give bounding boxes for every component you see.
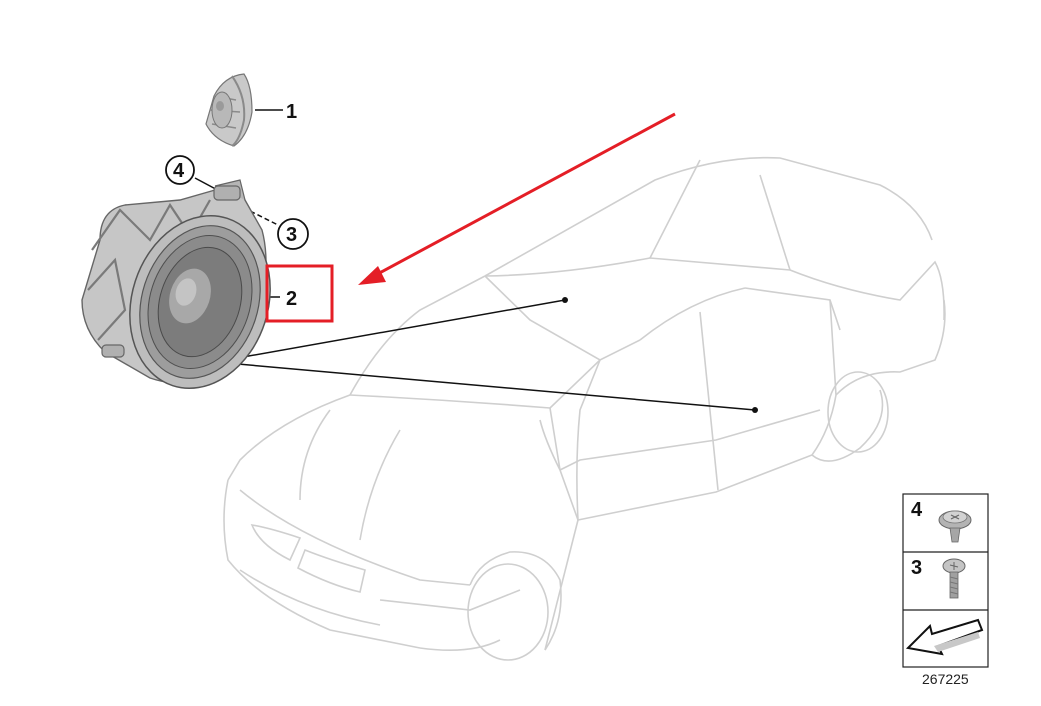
leader-lines	[194, 109, 756, 411]
diagram-id: 267225	[922, 671, 969, 687]
callout-part4-badge: 4	[165, 155, 195, 185]
speaker-icon	[81, 179, 271, 390]
tweeter-icon	[205, 73, 253, 147]
leader-part2-door	[214, 361, 756, 411]
leader-dot-top	[562, 297, 568, 303]
callout-part3-badge: 3	[277, 218, 309, 250]
bolt-icon	[942, 558, 966, 599]
legend-item3-label: 3	[911, 557, 922, 579]
callout-part2: 2	[286, 288, 297, 310]
leader-dot-door	[752, 407, 758, 413]
callout-part3: 3	[286, 224, 297, 246]
highlight-box	[265, 264, 334, 323]
legend-panel: 4 3	[902, 493, 989, 668]
callout-part4: 4	[173, 160, 185, 182]
callout-part1: 1	[286, 101, 297, 123]
legend-item4-label: 4	[911, 499, 923, 521]
arrow-icon	[358, 112, 676, 285]
leader-part2-top	[214, 299, 566, 363]
screw-icon	[938, 510, 972, 543]
legend-arrow-icon	[905, 618, 984, 656]
car-outline	[223, 156, 946, 661]
